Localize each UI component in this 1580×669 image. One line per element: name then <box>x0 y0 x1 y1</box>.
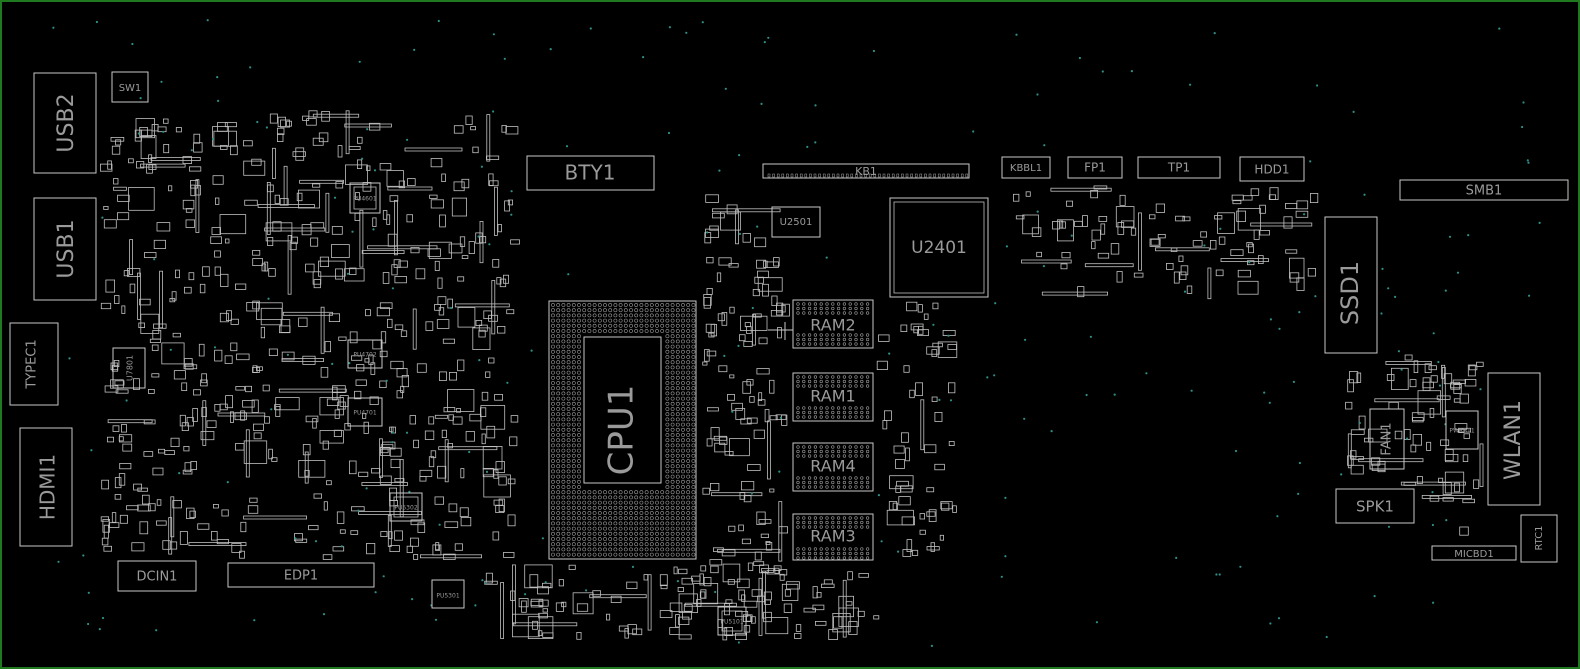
dcin1-label: DCIN1 <box>137 570 178 585</box>
usb1-connector[interactable]: USB1 <box>33 197 97 301</box>
u2501-label: U2501 <box>780 217 813 228</box>
hdmi1-connector[interactable]: HDMI1 <box>19 427 73 547</box>
smb1-label: SMB1 <box>1466 184 1503 199</box>
ram1-chip[interactable]: RAM1 <box>792 372 874 422</box>
spk1-label: SPK1 <box>1356 498 1394 516</box>
ram4-label: RAM4 <box>810 457 855 476</box>
typec1-label: TYPEC1 <box>25 339 40 389</box>
kbbl1-connector[interactable]: KBBL1 <box>1001 156 1051 179</box>
bty1-connector[interactable]: BTY1 <box>526 155 655 191</box>
fan1-label: FAN1 <box>1380 422 1395 455</box>
ram3-chip[interactable]: RAM3 <box>792 513 874 561</box>
micbd1-connector[interactable]: MICBD1 <box>1431 545 1517 561</box>
ram4-ball-grid <box>796 445 870 489</box>
vias-layer <box>52 19 1541 648</box>
pu4701-chip[interactable]: PU4701 <box>347 397 383 427</box>
kb1-connector[interactable]: KB1 <box>762 163 970 179</box>
edp1-label: EDP1 <box>284 569 318 584</box>
pu5101-label: PU5101 <box>720 619 743 626</box>
usb2-connector[interactable]: USB2 <box>33 72 97 174</box>
small-components-layer <box>100 110 1484 641</box>
usb2-label: USB2 <box>54 93 79 152</box>
ssd1-label: SSD1 <box>1336 261 1364 325</box>
tp1-label: TP1 <box>1167 161 1190 175</box>
fp1-label: FP1 <box>1084 161 1106 175</box>
u2401-chip[interactable]: U2401 <box>889 197 989 298</box>
hdd1-connector[interactable]: HDD1 <box>1239 156 1305 182</box>
pwrbt1-label: PWRBT1 <box>1449 428 1475 435</box>
u7801-label: U7801 <box>126 355 135 381</box>
wlan1-connector[interactable]: WLAN1 <box>1487 372 1541 506</box>
cpu1-chip[interactable]: CPU1 <box>548 300 697 560</box>
ram2-ball-grid <box>796 302 870 346</box>
kb1-pins <box>767 173 969 178</box>
fp1-connector[interactable]: FP1 <box>1067 156 1123 179</box>
typec1-connector[interactable]: TYPEC1 <box>9 322 59 406</box>
bty1-label: BTY1 <box>565 161 616 185</box>
rtc1-connector[interactable]: RTC1 <box>1520 514 1558 563</box>
pu5301-chip[interactable]: PU5301 <box>431 579 465 609</box>
sw1-switch[interactable]: SW1 <box>111 71 149 103</box>
ram3-ball-grid <box>796 516 870 560</box>
hdmi1-label: HDMI1 <box>36 454 60 520</box>
u2401-label: U2401 <box>911 238 967 258</box>
usb1-label: USB1 <box>54 219 79 278</box>
u7801-chip[interactable]: U7801 <box>112 347 146 389</box>
ram2-label: RAM2 <box>810 316 855 335</box>
pu5101-chip[interactable]: PU5101 <box>717 606 747 636</box>
hdd1-label: HDD1 <box>1254 163 1289 177</box>
kbbl1-label: KBBL1 <box>1010 163 1042 174</box>
cpu1-die-area <box>583 336 662 484</box>
dcin1-connector[interactable]: DCIN1 <box>117 560 197 592</box>
ram4-chip[interactable]: RAM4 <box>792 442 874 492</box>
pu4601-label: PU4601 <box>353 196 376 203</box>
pu5302-chip[interactable]: PU5302 <box>389 492 423 522</box>
pu4702-chip[interactable]: PU4702 <box>347 339 383 369</box>
kb1-label: KB1 <box>855 165 877 178</box>
pu4601-chip[interactable]: PU4601 <box>349 182 381 214</box>
ram1-label: RAM1 <box>810 387 855 406</box>
tp1-connector[interactable]: TP1 <box>1137 156 1221 179</box>
wlan1-label: WLAN1 <box>1501 400 1526 480</box>
spk1-connector[interactable]: SPK1 <box>1335 488 1415 524</box>
ram2-chip[interactable]: RAM2 <box>792 299 874 349</box>
cpu1-label: CPU1 <box>602 385 642 476</box>
u2501-chip[interactable]: U2501 <box>771 206 821 238</box>
pu5302-label: PU5302 <box>394 505 417 512</box>
ssd1-connector[interactable]: SSD1 <box>1324 216 1378 354</box>
edp1-connector[interactable]: EDP1 <box>227 562 375 588</box>
smb1-connector[interactable]: SMB1 <box>1399 179 1569 201</box>
micbd1-label: MICBD1 <box>1454 549 1493 560</box>
rtc1-label: RTC1 <box>1534 525 1545 550</box>
pu4701-label: PU4701 <box>353 410 376 417</box>
sw1-label: SW1 <box>119 83 142 94</box>
ram2-marker-line <box>768 322 793 340</box>
fan1-connector[interactable]: FAN1 <box>1369 408 1405 470</box>
pu5301-label: PU5301 <box>436 593 459 600</box>
pu4702-label: PU4702 <box>353 352 376 359</box>
ram1-ball-grid <box>796 375 870 419</box>
cpu1-ball-grid <box>551 303 696 557</box>
ram3-label: RAM3 <box>810 527 855 546</box>
pwrbt1-button[interactable]: PWRBT1 <box>1445 410 1479 450</box>
